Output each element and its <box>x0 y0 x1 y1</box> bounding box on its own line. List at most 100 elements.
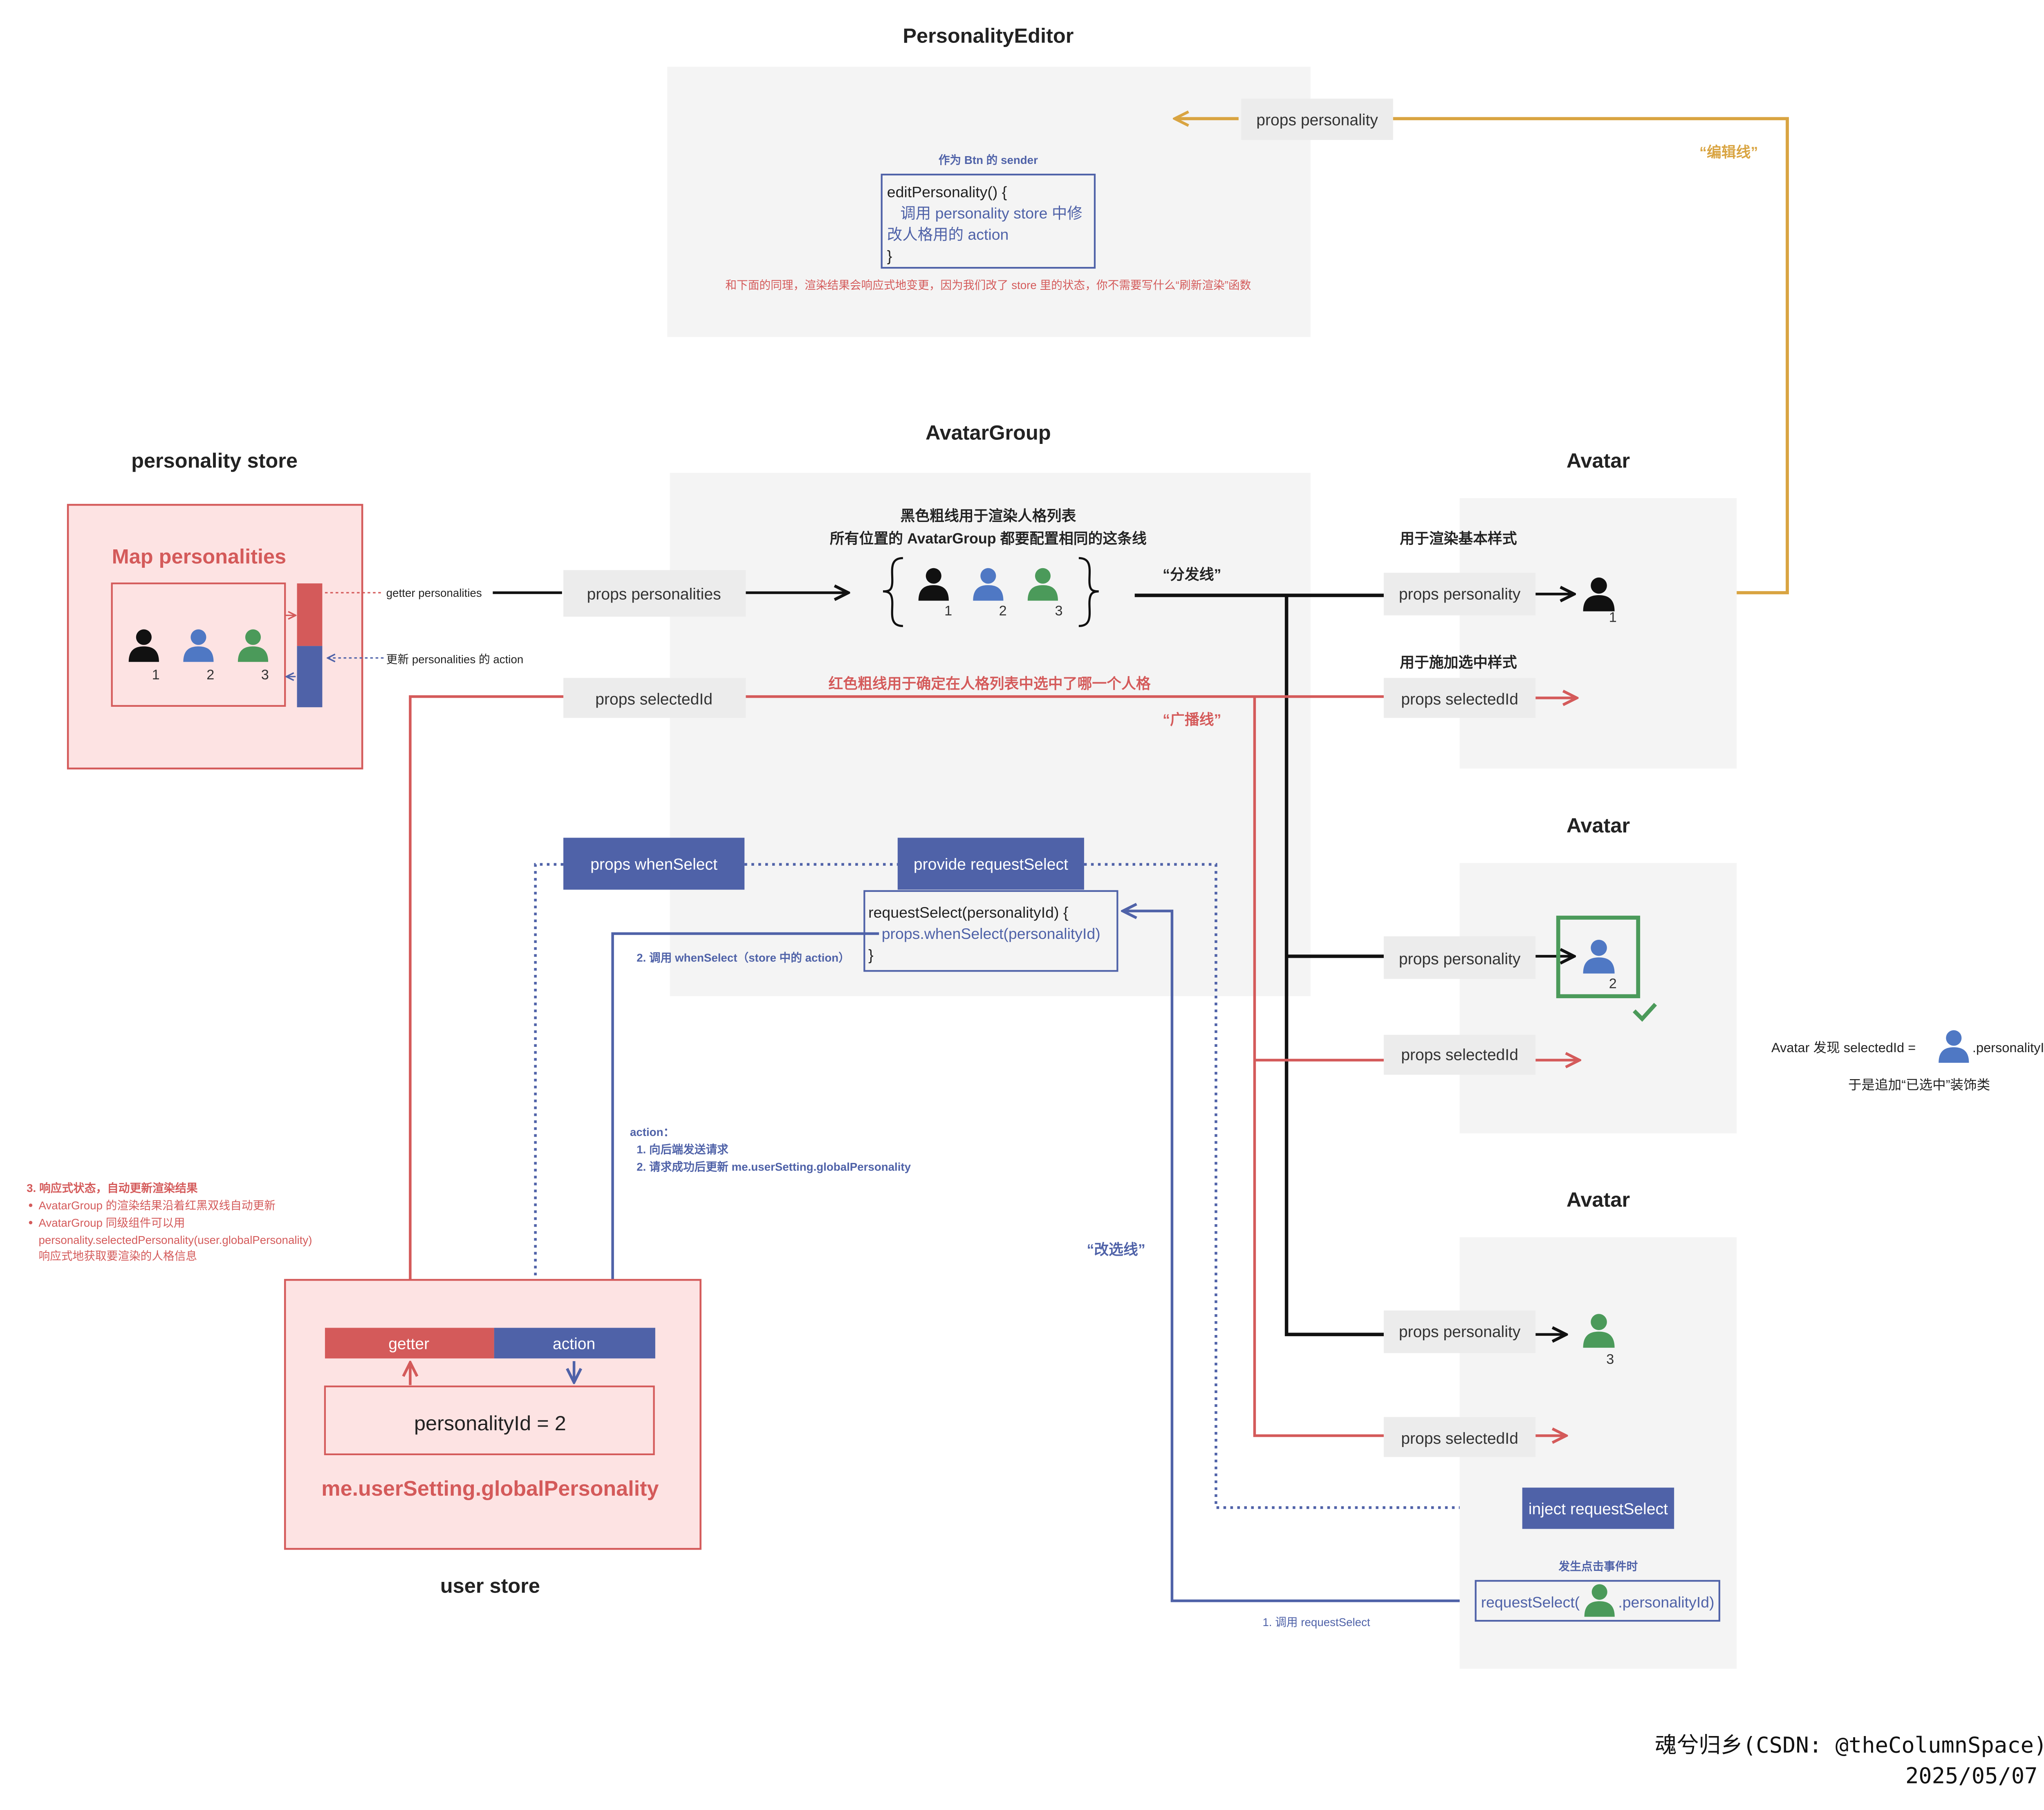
call-requestselect-prefix: requestSelect( <box>1481 1594 1580 1611</box>
selected-note: Avatar 发现 selectedId = .personalityId 于是… <box>1771 1030 2044 1092</box>
check-icon <box>1632 1003 1657 1022</box>
black-line-note-1: 黑色粗线用于渲染人格列表 <box>900 508 1076 524</box>
request-code-line-1: requestSelect(personalityId) { <box>868 904 1068 921</box>
avatar-3-title: Avatar <box>1567 1188 1630 1211</box>
update-personalities-action-label: 更新 personalities 的 action <box>386 653 523 666</box>
request-code-line-2: props.whenSelect(personalityId) <box>882 925 1100 942</box>
provide-requestselect-box <box>897 838 1084 890</box>
avatar-3-props-selectedid-box <box>1383 1417 1536 1457</box>
user-getter-bar <box>325 1328 494 1359</box>
personality-id-box <box>324 1385 655 1455</box>
map-personalities-label: Map personalities <box>112 544 286 568</box>
sender-caption: 作为 Btn 的 sender <box>939 154 1038 166</box>
action-note-item-1: 1. 向后端发送请求 <box>637 1143 728 1156</box>
editor-props-personality-box <box>1241 99 1393 140</box>
bullet <box>29 1203 33 1207</box>
selected-note-suffix: .personalityId <box>1972 1040 2044 1055</box>
edit-code-line-1: editPersonality() { <box>887 183 1007 200</box>
provide-requestselect-label: provide requestSelect <box>914 856 1068 874</box>
broadcast-line-trunk <box>1253 697 1384 1437</box>
avatar-1-panel <box>1459 498 1737 769</box>
avatar-1-props-selectedid-box <box>1383 678 1536 718</box>
avatar-3: Avatar props personality 3 props selecte… <box>1383 1188 1737 1669</box>
avatar-1-props-selectedid: props selectedId <box>1401 691 1518 708</box>
change-line-label: “改选线” <box>1087 1241 1145 1258</box>
reactive-note-item-1: AvatarGroup 的渲染结果沿着红黑双线自动更新 <box>38 1199 275 1212</box>
user-action-label: action <box>553 1335 595 1353</box>
right-brace <box>1078 557 1099 627</box>
left-brace <box>883 557 903 627</box>
getter-personalities-label: getter personalities <box>386 587 482 599</box>
person-icon-blue <box>1939 1030 1969 1063</box>
call-requestselect-suffix: .personalityId) <box>1618 1594 1714 1611</box>
group-number-3: 3 <box>1055 603 1063 618</box>
reactive-note-item-2-cont-2: 响应式地获取要渲染的人格信息 <box>38 1250 197 1262</box>
reactive-note-item-2-cont: personality.selectedPersonality(user.glo… <box>38 1234 312 1246</box>
avatar-2-props-personality: props personality <box>1399 950 1521 968</box>
avatar-3-props-selectedid: props selectedId <box>1401 1430 1518 1447</box>
call-whenselect-label: 2. 调用 whenSelect（store 中的 action） <box>637 951 850 964</box>
avatar-group-title: AvatarGroup <box>926 421 1051 444</box>
footer-author: 魂兮归乡(CSDN: @theColumnSpace) <box>1655 1732 2044 1758</box>
store-number-3: 3 <box>261 667 269 683</box>
change-line <box>1123 911 1476 1602</box>
avatar-3-props-personality: props personality <box>1399 1323 1521 1341</box>
avatar-1: Avatar 用于渲染基本样式 props personality 1 用于施加… <box>1383 449 1737 769</box>
request-code-line-3: } <box>868 946 874 963</box>
bullet <box>29 1221 33 1225</box>
reactive-note-title: 3. 响应式状态，自动更新渲染结果 <box>27 1182 198 1194</box>
reactive-note: 3. 响应式状态，自动更新渲染结果 AvatarGroup 的渲染结果沿着红黑双… <box>27 1182 312 1262</box>
props-selectedid-box <box>563 678 746 718</box>
props-selectedid-label: props selectedId <box>595 691 713 708</box>
selected-note-line-2: 于是追加“已选中”装饰类 <box>1848 1077 1990 1092</box>
personality-id-state: personalityId = 2 <box>414 1411 566 1435</box>
selected-note-prefix: Avatar 发现 selectedId = <box>1771 1040 1916 1055</box>
user-store: getter action personalityId = 2 me.userS… <box>284 1279 702 1597</box>
avatar-1-number: 1 <box>1609 610 1617 625</box>
avatar-2: Avatar props personality 2 props selecte… <box>1383 813 1737 1133</box>
user-getter-label: getter <box>388 1335 429 1353</box>
avatar-1-title: Avatar <box>1567 449 1630 472</box>
personality-store-title: personality store <box>131 449 298 472</box>
avatar-group: AvatarGroup 黑色粗线用于渲染人格列表 所有位置的 AvatarGro… <box>493 421 1311 997</box>
user-store-title: user store <box>440 1574 540 1597</box>
props-personalities-label: props personalities <box>587 585 721 603</box>
props-whenselect-box <box>563 838 745 890</box>
edit-code-line-3: 改人格用的 action <box>887 226 1009 243</box>
request-select-code-box <box>863 890 1118 972</box>
call-requestselect-label: 1. 调用 requestSelect <box>1262 1616 1370 1629</box>
avatar-3-props-personality-box <box>1383 1310 1536 1353</box>
user-action-bar <box>494 1328 655 1359</box>
whenselect-action-dotted-line <box>534 863 564 1328</box>
edit-line-label: “编辑线” <box>1699 144 1758 161</box>
group-number-2: 2 <box>999 603 1007 618</box>
avatar-3-number: 3 <box>1606 1351 1614 1367</box>
base-style-caption: 用于渲染基本样式 <box>1400 530 1517 547</box>
distribute-line-label: “分发线” <box>1163 566 1221 582</box>
distribute-line-trunk <box>1284 595 1384 1336</box>
personality-editor: PersonalityEditor props personality 作为 B… <box>667 24 1393 337</box>
group-number-1: 1 <box>944 603 952 618</box>
avatar-2-props-selectedid-box <box>1383 1035 1536 1075</box>
inject-requestselect-box <box>1522 1487 1674 1529</box>
store-number-2: 2 <box>206 667 214 683</box>
action-note-item-2: 2. 请求成功后更新 me.userSetting.globalPersonal… <box>637 1160 911 1173</box>
avatar-2-props-personality-box <box>1383 936 1536 979</box>
edit-personality-code-box <box>881 173 1096 269</box>
avatar-1-props-personality: props personality <box>1399 585 1521 603</box>
black-line-note-2: 所有位置的 AvatarGroup 都要配置相同的这条线 <box>830 530 1147 547</box>
edit-code-line-2: 调用 personality store 中修 <box>900 205 1082 222</box>
action-note-title: action： <box>630 1126 675 1138</box>
store-number-1: 1 <box>152 667 160 683</box>
store-getter-bar <box>297 583 323 646</box>
reactive-note-item-2: AvatarGroup 同级组件可以用 <box>38 1216 185 1229</box>
editor-props-personality: props personality <box>1256 112 1378 129</box>
selected-frame <box>1556 916 1641 999</box>
avatar-2-props-selectedid: props selectedId <box>1401 1046 1518 1064</box>
red-line-note: 红色粗线用于确定在人格列表中选中了哪一个人格 <box>828 676 1151 692</box>
user-setting-name: me.userSetting.globalPersonality <box>321 1477 659 1501</box>
props-whenselect-label: props whenSelect <box>590 856 717 874</box>
action-note: action： 1. 向后端发送请求 2. 请求成功后更新 me.userSet… <box>630 1126 911 1173</box>
edit-code-line-4: } <box>887 247 892 264</box>
